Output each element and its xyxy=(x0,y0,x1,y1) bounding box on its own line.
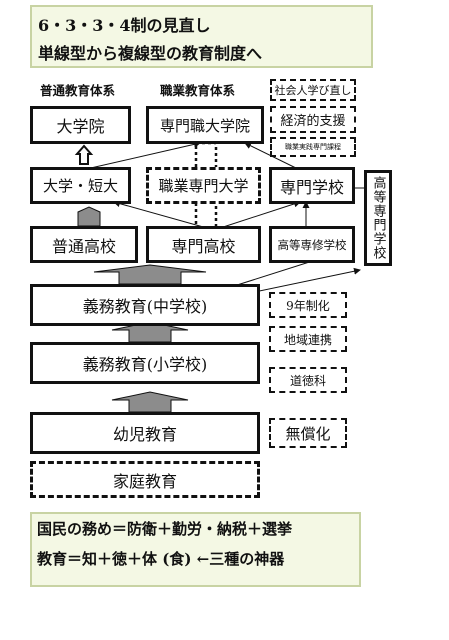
summary-line-duties: 国民の務め＝防衛＋勤労・納税＋選挙 xyxy=(37,520,293,538)
gray-arrow-to-high-schools xyxy=(93,264,207,285)
gray-arrow-to-middle-school xyxy=(111,321,189,343)
box-vocational-university: 職業専門大学 xyxy=(146,167,261,204)
title-panel xyxy=(30,5,373,68)
box-university-junior-college: 大学・短大 xyxy=(30,167,131,204)
bottom-summary-panel xyxy=(30,512,361,587)
note-free-of-charge: 無償化 xyxy=(269,418,347,448)
box-home-education: 家庭教育 xyxy=(30,461,260,498)
arrow-university-to-prof-graduate xyxy=(81,140,201,171)
note-adult-relearning: 社会人学び直し xyxy=(270,79,356,101)
note-economic-support: 経済的支援 xyxy=(270,106,356,133)
hollow-arrow-up xyxy=(74,144,94,165)
box-general-high-school: 普通高校 xyxy=(30,226,138,263)
gray-arrow-to-university xyxy=(77,206,101,227)
box-specialized-high-school: 専門高校 xyxy=(146,226,261,263)
header-general-education: 普通教育体系 xyxy=(40,83,116,98)
title-line-1: 6・3・3・4制の見直し xyxy=(38,16,211,35)
box-technical-college: 高等専門学校 xyxy=(364,170,392,266)
box-compulsory-elementary-school: 義務教育(小学校) xyxy=(30,342,260,384)
arrow-spec-high-to-university xyxy=(113,200,215,231)
box-vocational-school: 専門学校 xyxy=(269,167,355,204)
box-higher-special-school: 高等専修学校 xyxy=(269,226,355,263)
note-moral-education: 道徳科 xyxy=(269,367,347,393)
summary-line-education: 教育＝知＋徳＋体 (食) ←三種の神器 xyxy=(37,550,285,568)
box-early-childhood-education: 幼児教育 xyxy=(30,412,260,454)
title-line-2: 単線型から複線型の教育制度へ xyxy=(38,44,263,63)
box-graduate-school: 大学院 xyxy=(30,106,131,144)
note-community-cooperation: 地域連携 xyxy=(269,326,347,352)
box-professional-graduate-school: 専門職大学院 xyxy=(146,106,264,144)
header-vocational-education: 職業教育体系 xyxy=(160,83,236,98)
box-compulsory-middle-school: 義務教育(中学校) xyxy=(30,284,260,326)
gray-arrow-to-elementary xyxy=(111,391,189,413)
note-nine-year-system: 9年制化 xyxy=(269,292,347,318)
arrow-spec-high-to-vocational-school xyxy=(213,200,301,231)
arrow-middle-to-tech-college xyxy=(249,267,361,294)
note-professional-course: 職業実践専門課程 xyxy=(270,137,356,157)
